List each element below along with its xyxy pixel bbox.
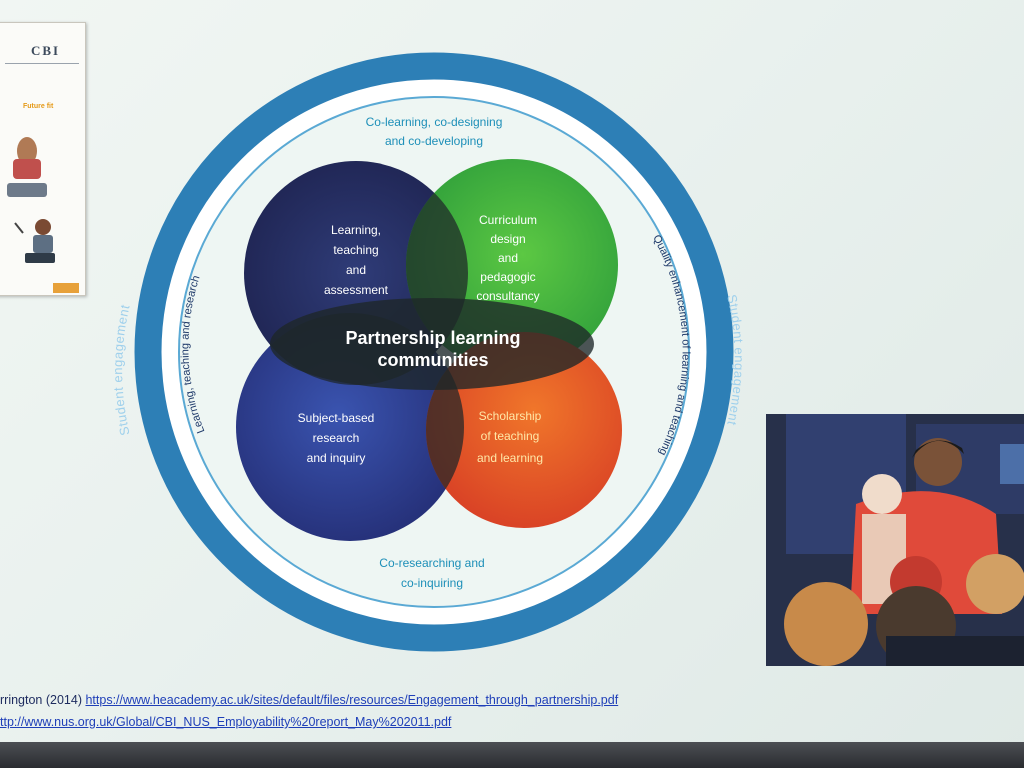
label-bottom-left: Subject-based research and inquiry	[298, 411, 375, 465]
inner-top-label-2: and co-developing	[385, 134, 483, 148]
svg-text:and: and	[346, 263, 366, 277]
citation-line-2: ttp://www.nus.org.uk/Global/CBI_NUS_Empl…	[0, 715, 451, 729]
svg-text:and inquiry: and inquiry	[307, 451, 366, 465]
inner-top-label-1: Co-learning, co-designing	[366, 115, 503, 129]
label-top-right: Curriculum design and pedagogic consulta…	[476, 213, 539, 303]
svg-text:Learning,: Learning,	[331, 223, 381, 237]
citation-2-link[interactable]: ttp://www.nus.org.uk/Global/CBI_NUS_Empl…	[0, 715, 452, 729]
svg-text:of teaching: of teaching	[481, 429, 540, 443]
svg-text:teaching: teaching	[333, 243, 378, 257]
center-overlap	[270, 298, 594, 390]
svg-text:research: research	[313, 431, 360, 445]
svg-text:and: and	[498, 251, 518, 265]
outer-ring-label-right: Student engagement	[724, 293, 746, 427]
cover-rule	[5, 63, 79, 64]
center-title-line-2: communities	[377, 350, 488, 370]
svg-text:Subject-based: Subject-based	[298, 411, 375, 425]
label-bottom-right: Scholarship of teaching and learning	[477, 409, 543, 465]
inner-bottom-label-2: co-inquiring	[401, 576, 463, 590]
outer-ring	[134, 52, 734, 652]
screen-bottom-edge	[0, 742, 1024, 768]
students-photo	[766, 414, 1024, 666]
cbi-report-cover-image: CBI Future fit	[0, 22, 86, 296]
cover-accent-strip	[53, 283, 79, 293]
label-top-left: Learning, teaching and assessment	[324, 223, 389, 297]
cover-brand: CBI	[31, 43, 61, 58]
svg-text:design: design	[490, 232, 525, 246]
svg-text:assessment: assessment	[324, 283, 389, 297]
citation-line-1: rrington (2014) https://www.heacademy.ac…	[0, 693, 618, 707]
cover-title: Future fit	[23, 103, 54, 110]
svg-text:and learning: and learning	[477, 451, 543, 465]
citation-1-link[interactable]: https://www.heacademy.ac.uk/sites/defaul…	[85, 693, 619, 707]
citation-1-prefix: rrington (2014)	[0, 693, 86, 707]
svg-text:pedagogic: pedagogic	[480, 270, 535, 284]
cover-illustration	[7, 137, 55, 263]
svg-text:Scholarship: Scholarship	[479, 409, 542, 423]
center-title-line-1: Partnership learning	[345, 328, 520, 348]
svg-text:consultancy: consultancy	[476, 289, 539, 303]
inner-bottom-label-1: Co-researching and	[379, 556, 484, 570]
svg-text:Curriculum: Curriculum	[479, 213, 537, 227]
outer-ring-label-left: Student engagement	[110, 303, 132, 437]
